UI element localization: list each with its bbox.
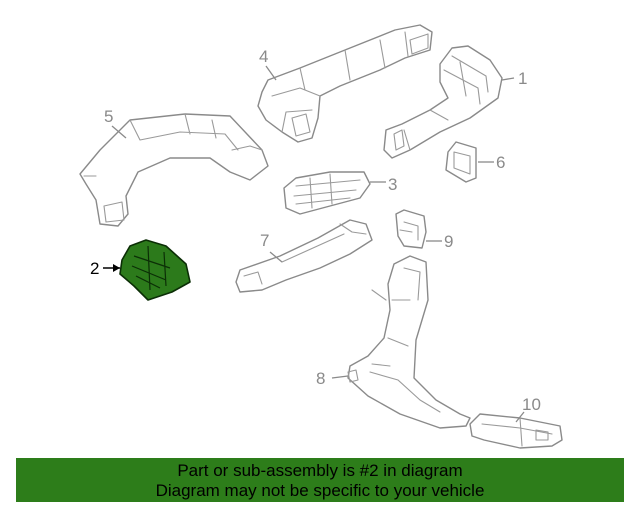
part-6-small-vent[interactable]: [445, 141, 477, 183]
part-3-center-vent[interactable]: [283, 171, 371, 215]
part-5-left-duct[interactable]: [79, 113, 269, 227]
part-1-right-vent-panel[interactable]: [383, 45, 503, 159]
callout-10: 10: [522, 395, 541, 414]
callout-2: 2: [90, 259, 99, 278]
part-4-upper-duct[interactable]: [257, 24, 433, 143]
part-7-center-duct[interactable]: [235, 219, 373, 293]
leader-7: [269, 251, 283, 263]
banner-line-part-number: Part or sub-assembly is #2 in diagram: [177, 461, 463, 480]
callout-8: 8: [316, 369, 325, 388]
part-2-vent-highlighted[interactable]: [119, 239, 191, 301]
leader-2-arrowhead: [113, 264, 120, 272]
callout-3: 3: [388, 175, 397, 194]
leader-1: [501, 77, 515, 81]
part-info-banner: Part or sub-assembly is #2 in diagram Di…: [16, 458, 624, 502]
parts-diagram: 4 1 5 6 3 9 7 2: [79, 24, 563, 449]
leader-5: [111, 125, 127, 139]
part-8-lower-duct[interactable]: [347, 255, 471, 429]
part-9-bracket[interactable]: [395, 209, 427, 249]
leader-8: [331, 375, 349, 379]
callout-5: 5: [104, 107, 113, 126]
part-10-floor-duct[interactable]: [469, 413, 563, 449]
banner-line-disclaimer: Diagram may not be specific to your vehi…: [155, 481, 485, 500]
callout-4: 4: [259, 47, 268, 66]
leader-4: [265, 65, 277, 81]
callout-7: 7: [260, 231, 269, 250]
callout-1: 1: [518, 69, 527, 88]
callout-9: 9: [444, 232, 453, 251]
leader-10: [515, 411, 525, 423]
callout-6: 6: [496, 153, 505, 172]
